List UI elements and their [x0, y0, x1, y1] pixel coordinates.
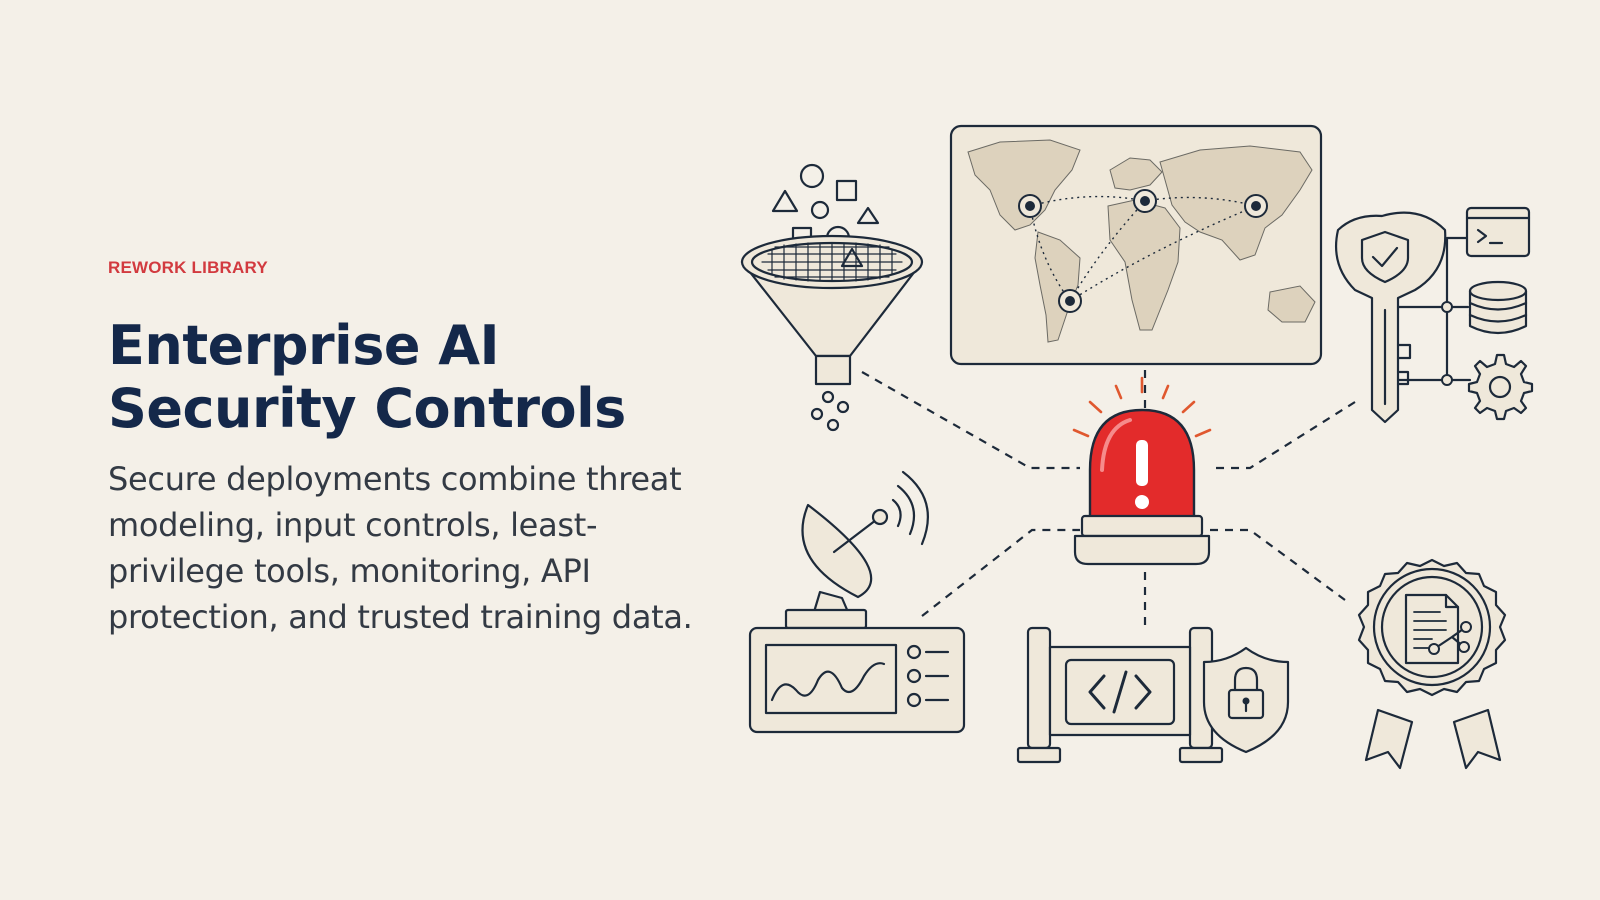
world-map-icon: [949, 124, 1323, 366]
monitor-waveform-icon: [748, 626, 966, 734]
terminal-icon: [1465, 206, 1531, 258]
certified-document-badge-icon: [1357, 558, 1507, 770]
satellite-dish-icon: [784, 470, 929, 630]
page-title: Enterprise AI Security Controls: [108, 314, 626, 440]
database-icon: [1468, 280, 1528, 335]
alarm-siren-icon: [1072, 376, 1212, 566]
eyebrow-label: REWORK LIBRARY: [108, 258, 268, 277]
padlock-shield-icon: [1202, 646, 1290, 754]
funnel-filter-icon: [740, 163, 924, 432]
gear-icon: [1467, 353, 1534, 421]
code-gate-icon: [1016, 626, 1224, 764]
key-shield-icon: [1334, 211, 1447, 424]
connector-lines: [861, 370, 1356, 630]
text-panel: REWORK LIBRARY Enterprise AI Security Co…: [108, 258, 708, 640]
key-connector-lines: [1396, 236, 1472, 386]
page-description: Secure deployments combine threat modeli…: [108, 460, 693, 636]
